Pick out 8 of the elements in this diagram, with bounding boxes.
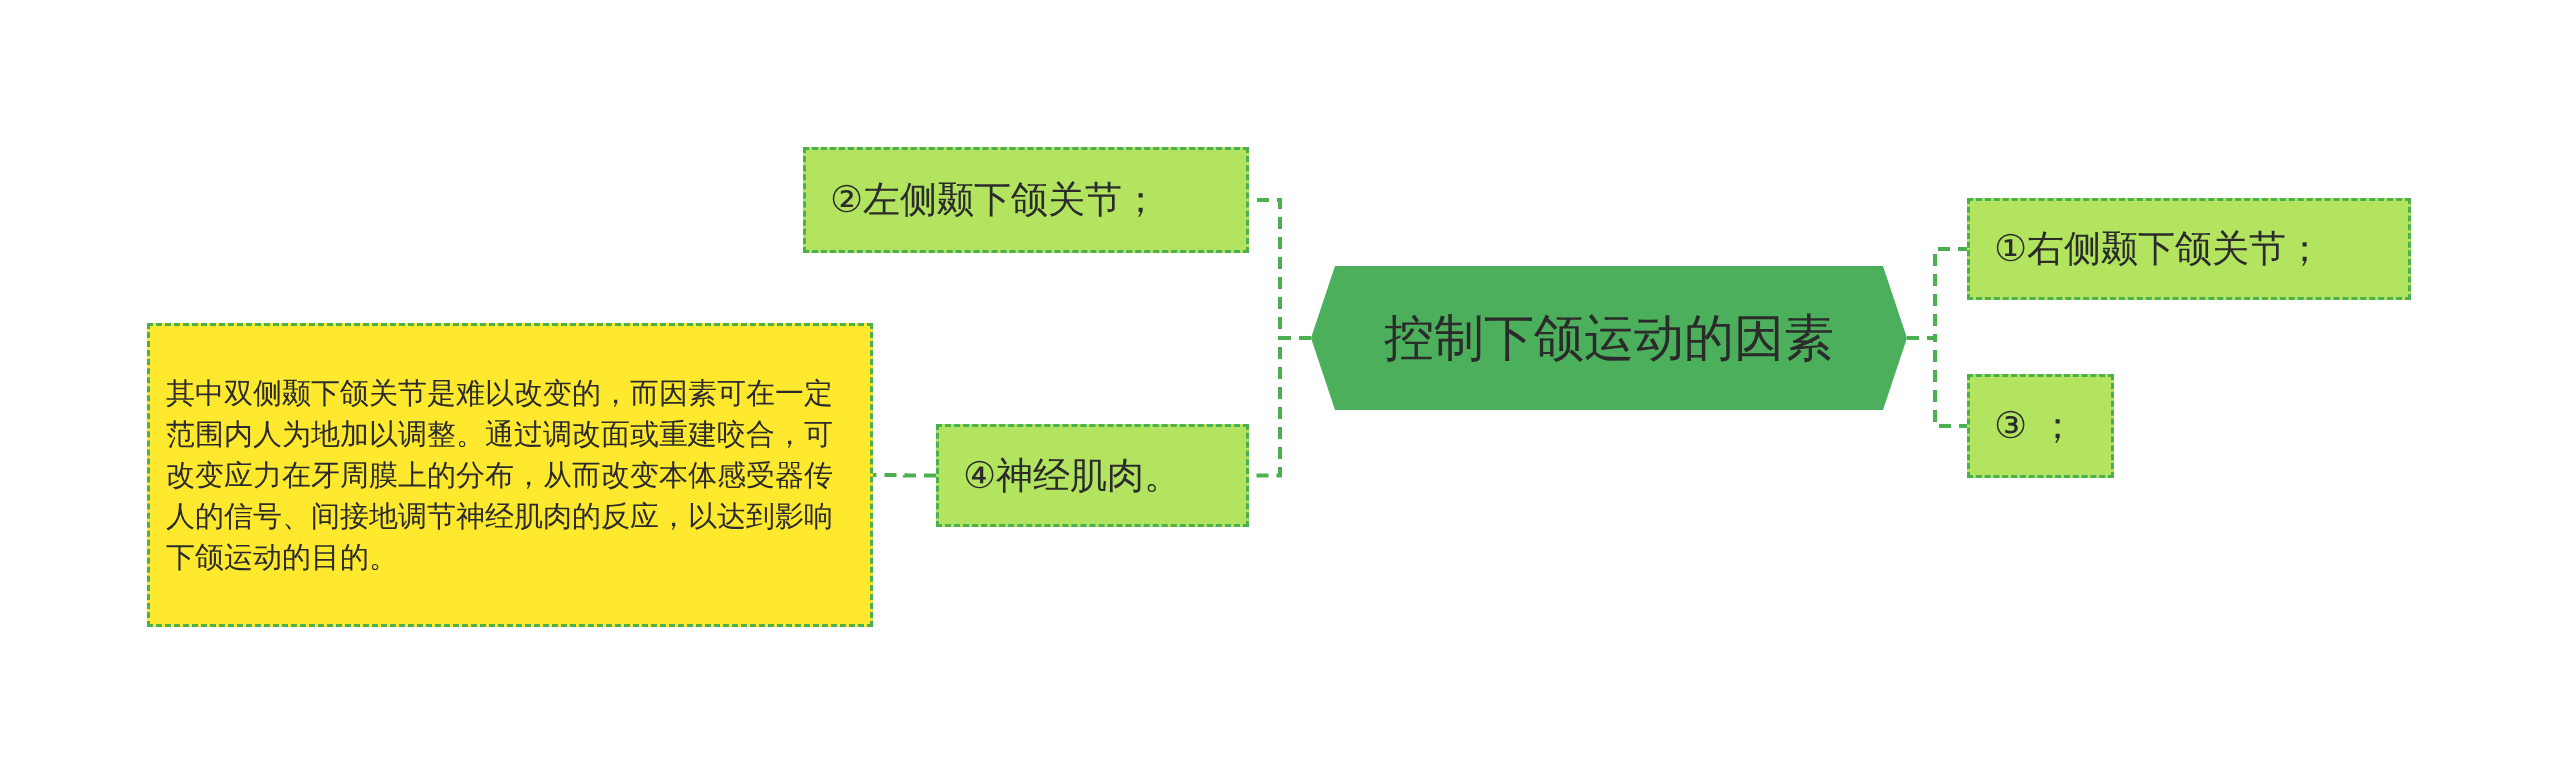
connector bbox=[873, 473, 936, 478]
connector bbox=[1907, 336, 1967, 428]
subtopic-box: ①右侧颞下颌关节； bbox=[1967, 198, 2411, 300]
note-box: 其中双侧颞下颌关节是难以改变的，而因素可在一定范围内人为地加以调整。通过调改面或重建咬合，可改变应力在牙周膜上的分布，从而改变本体感受器传人的信号、间接地调节神经肌肉的反应，以达到影响下颌运动的目的。 bbox=[147, 323, 873, 627]
subtopic-box: ④神经肌肉。 bbox=[936, 424, 1249, 527]
subtopic-box: ②左侧颞下颌关节； bbox=[803, 147, 1249, 253]
topic-hexagon: 控制下颌运动的因素 bbox=[1311, 266, 1907, 410]
subtopic-box: ③ ； bbox=[1967, 374, 2114, 478]
